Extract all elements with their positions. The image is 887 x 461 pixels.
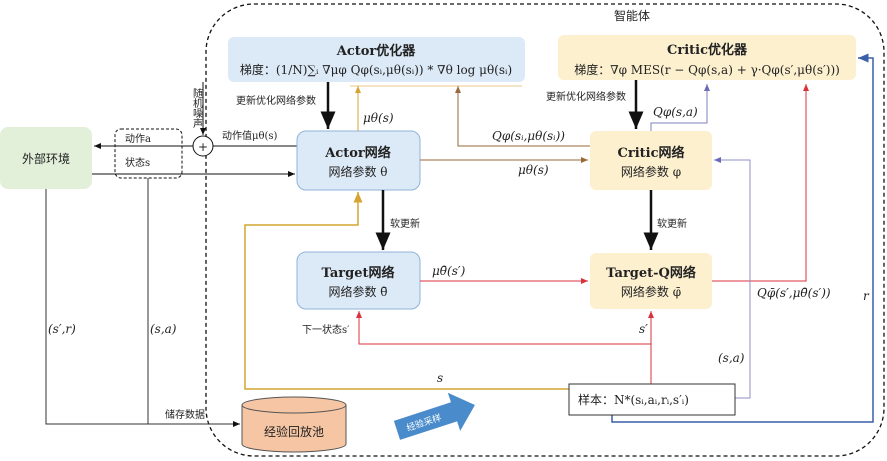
actor-optimizer-title: Actor优化器 [336,43,417,59]
q-sa-arrow [650,84,710,131]
sa-right-label: (s,a) [718,351,745,365]
noise-label: 随机噪声 [191,87,203,129]
soft-update-label-1: 软更新 [390,217,420,230]
actor-optimizer-box [228,37,525,82]
reward-arrow [611,53,874,423]
agent-label: 智能体 [614,8,650,23]
soft-update-label-2: 软更新 [657,217,687,230]
critic-optimizer-box [558,35,856,80]
target-q-net-params: 网络参数 φ̄ [621,284,681,299]
critic-net-title: Critic网络 [618,145,685,161]
replay-pool-cylinder [241,396,347,453]
agent-boundary [205,3,885,457]
r-label: r [863,289,870,303]
sampling-arrow: 经验采样 [393,392,475,440]
q-sa-label: Qφ(s,a) [653,105,698,119]
actor-net-params: 网络参数 θ [328,164,387,179]
critic-optimizer-title: Critic优化器 [667,42,748,58]
plus-icon: + [198,140,208,154]
target-q-net-title: Target-Q网络 [606,265,696,281]
environment-box [0,127,92,189]
mu-s-label: μθ(s) [363,111,394,125]
target-net-title: Target网络 [321,265,394,281]
q-to-actor-optimizer-arrow [455,86,590,147]
sample-label: 样本：N*(sᵢ,aᵢ,rᵢ,s′ᵢ) [578,392,689,407]
environment-label: 外部环境 [22,151,70,166]
sa-left-label: (s,a) [150,322,177,336]
state-label: 状态s [125,156,150,169]
actor-net-title: Actor网络 [324,145,391,161]
replay-pool-label: 经验回放池 [264,424,324,439]
store-line-sr [45,189,240,427]
target-net-params: 网络参数 θ̄ [328,284,387,299]
action-value-label: 动作值μθ(s) [222,129,278,142]
actor-update-label: 更新优化网络参数 [236,94,316,107]
mu-s-right-label: μθ(s) [518,163,549,177]
sample-box [568,383,736,416]
critic-net-box [590,131,712,190]
s-bottom-label: s [437,371,443,385]
critic-update-label: 更新优化网络参数 [546,90,626,103]
s-prime-label: s′ [639,322,648,336]
next-state-label: 下一状态s′ [302,323,350,336]
q-target-arrow [712,84,809,282]
actor-optimizer-formula: 梯度：(1/N)∑ᵢ ∇μφ Qφ(sᵢ,μθ(sᵢ)) * ∇θ log μθ… [240,62,512,77]
next-state-arrow [356,311,652,384]
q-target-label: Qφ̄(s′,μθ̄(s′)) [757,286,831,300]
target-q-net-box [590,253,712,309]
action-label: 动作a [125,133,151,145]
critic-optimizer-formula: 梯度：∇φ MES(r − Qφ(s,a) + γ·Qφ(s′,μθ(s′))) [574,62,840,77]
s-to-actor-arrow [244,192,569,390]
mu-target-label: μθ̄(s′) [432,264,466,278]
q-si-label: Qφ(sᵢ,μθ(sᵢ)) [492,129,565,143]
critic-net-params: 网络参数 φ [621,164,681,179]
sa-to-critic-arrow [714,157,751,399]
store-label: 储存数据 [165,408,205,421]
sr-label: (s′,r) [48,322,76,336]
